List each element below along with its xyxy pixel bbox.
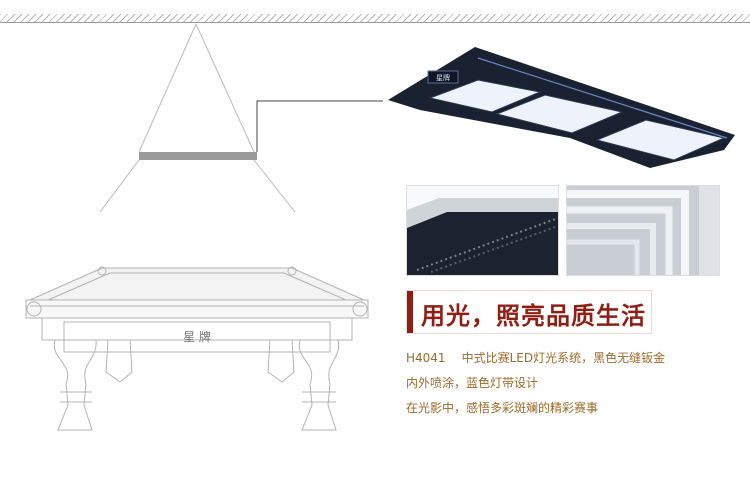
description-line-3: 在光影中，感悟多彩斑斓的精彩赛事 [406,401,599,415]
lamp-badge-box [427,70,459,84]
headline-box: 用光，照亮品质生活 [406,290,652,334]
hanging-lamp-diagram [99,23,296,213]
headline-accent-bar [407,291,413,333]
lamp-badge-label: 星牌 [436,73,450,82]
leader-line [256,100,383,152]
description-line-2: 内外喷涂，蓝色灯带设计 [406,376,539,390]
headline-title: 用光，照亮品质生活 [421,302,646,330]
description-line-1: H4041 中式比赛LED灯光系统，黑色无缝钣金 [406,349,665,366]
ceiling-hatch [0,14,750,22]
lamp-panel-2 [495,94,624,134]
lamp-perspective-illustration: 星牌 [388,47,735,168]
lamp-side-view [139,152,257,160]
lamp-blue-strip [477,57,728,139]
model-code: H4041 [406,351,446,365]
lamp-panel-1 [428,79,542,113]
lamp-panel-3 [595,119,726,161]
billiard-table-drawing [25,266,369,431]
closeup-photo-frame-detail [566,185,720,276]
table-brand-label: 星 牌 [183,330,211,344]
closeup-photo-led-strip [406,185,559,276]
ceiling-line [0,22,750,23]
description-text-1: 中式比赛LED灯光系统，黑色无缝钣金 [461,351,666,365]
